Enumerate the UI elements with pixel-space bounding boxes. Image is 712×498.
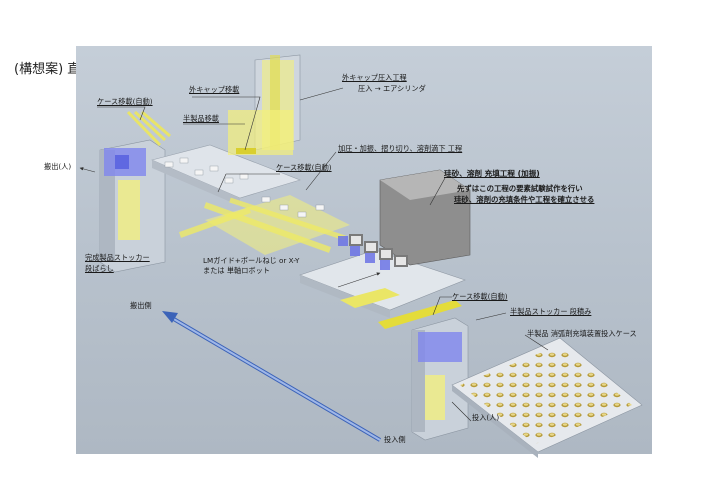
label-case-move-top: ケース移載(自動) [97, 97, 153, 106]
label-case-move-mid: ケース移載(自動) [276, 163, 332, 172]
label-silica-note-2: 珪砂、溶剤の充填条件や工程を確立させる [454, 195, 595, 204]
finished-stocker-tower [99, 110, 171, 273]
semi-stocker-tower [411, 317, 469, 441]
label-outer-cap-press-sub: 圧入 → エアシリンダ [358, 84, 426, 93]
label-unload-side: 搬出側 [130, 301, 152, 310]
label-load-in: 投入(人) [472, 413, 500, 422]
upper-conveyor-bed [151, 144, 301, 206]
label-lm-guide: LMガイド+ボールねじ or X-Y [203, 256, 300, 265]
unload-arrow [79, 167, 96, 173]
label-process-pressure: 加圧・加振、摺り切り、溶剤滴下 工程 [338, 144, 463, 153]
outer-cap-press-tower [228, 54, 301, 155]
label-outer-cap-move: 外キャップ移載 [189, 85, 240, 94]
label-case-move-bottom: ケース移載(自動) [452, 292, 508, 301]
label-silica-title: 珪砂、溶剤 充填工程 (加振) [444, 169, 540, 178]
silica-filling-unit [338, 169, 471, 270]
label-load-side: 投入側 [384, 435, 406, 444]
label-finished-stocker-sub: 段ばらし [85, 264, 114, 273]
lm-guide-table [299, 249, 466, 329]
label-semi-product-move: 半製品移載 [183, 114, 219, 123]
label-lm-guide-sub: または 単軸ロボット [203, 266, 270, 275]
label-semi-stocker: 半製品ストッカー 段積み [510, 307, 592, 316]
label-finished-stocker: 完成製品ストッカー [85, 253, 150, 262]
semi-product-tray [451, 337, 643, 458]
label-semi-case: 半製品 消弧剤充填装置投入ケース [527, 329, 637, 338]
label-unload-in: 搬出(人) [44, 162, 72, 171]
label-silica-note-1: 先ずはこの工程の要素試験試作を行い [457, 184, 583, 193]
flow-arrow [162, 311, 382, 442]
leader-lines [97, 87, 549, 422]
label-outer-cap-press: 外キャップ圧入工程 [342, 73, 407, 82]
transfer-gantry [178, 195, 350, 255]
